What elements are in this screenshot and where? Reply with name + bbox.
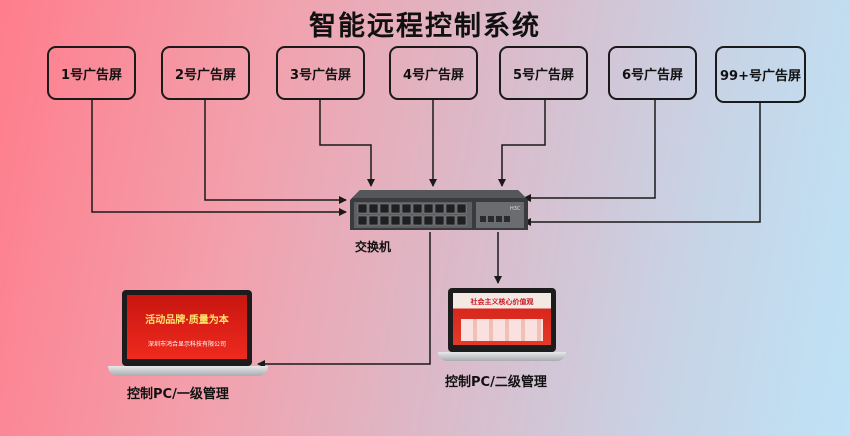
ad-screen-4: 4号广告屏: [389, 46, 478, 100]
ad-screen-label: 1号广告屏: [60, 67, 123, 83]
wire-screen-2: [204, 100, 347, 204]
ad-screen-5: 5号广告屏: [499, 46, 588, 100]
wire-screen-3: [319, 100, 375, 187]
ad-screen-99: 99+号广告屏: [715, 46, 806, 103]
ad-screen-label: 2号广告屏: [174, 67, 237, 83]
pc2-screen-values-grid: [461, 319, 543, 341]
ad-screen-label: 6号广告屏: [621, 67, 684, 83]
switch-label: 交换机: [355, 240, 392, 254]
ad-screen-2: 2号广告屏: [161, 46, 250, 100]
ad-screen-label: 99+号广告屏: [720, 69, 801, 84]
switch-brand: H3C: [510, 206, 521, 212]
pc1-screen-company: 深圳市鸿合显示科技有限公司: [147, 341, 226, 348]
pc1-label: 控制PC/一级管理: [127, 387, 229, 402]
pc2-screen-banner: 社会主义核心价值观: [470, 297, 534, 306]
wire-screen-1: [91, 100, 347, 216]
ad-screen-label: 5号广告屏: [512, 67, 575, 83]
laptop-pc2: 社会主义核心价值观: [438, 288, 566, 368]
ad-screen-1: 1号广告屏: [47, 46, 136, 100]
wire-switch-pc1: [257, 232, 431, 368]
ad-screen-label: 4号广告屏: [402, 67, 465, 83]
wire-screen-6: [523, 100, 656, 202]
pc1-screen-banner: 活动品牌·质量为本: [145, 315, 229, 326]
ad-screen-6: 6号广告屏: [608, 46, 697, 100]
wire-screen-99: [523, 103, 761, 226]
laptop-pc1: 活动品牌·质量为本 深圳市鸿合显示科技有限公司: [108, 290, 268, 382]
ad-screen-label: 3号广告屏: [289, 67, 352, 83]
ad-screen-3: 3号广告屏: [276, 46, 365, 100]
network-switch: H3C: [350, 190, 528, 230]
diagram-title: 智能远程控制系统: [309, 11, 541, 42]
pc2-label: 控制PC/二级管理: [445, 375, 547, 390]
wire-screen-5: [498, 100, 546, 187]
